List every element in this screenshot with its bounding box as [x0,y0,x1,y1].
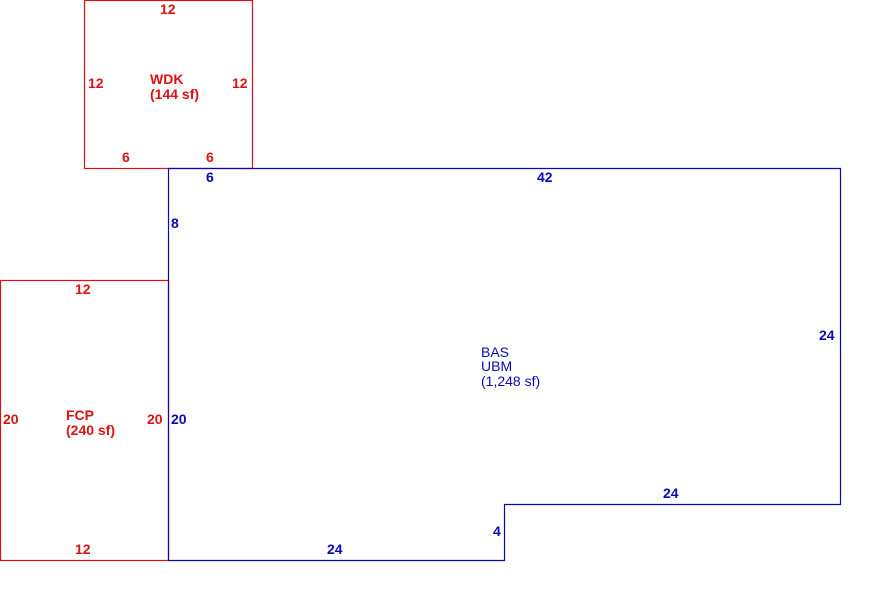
fcp-dim-top: 12 [75,281,91,297]
fcp-dim-bottom: 12 [75,541,91,557]
wdk-dim-bottom-right: 6 [206,149,214,165]
bas-name: BAS [481,344,510,360]
fcp-area: (240 sf) [66,422,116,438]
bas-outline [167,167,842,562]
fcp-dim-left: 20 [3,411,19,427]
wdk-dim-top: 12 [160,1,176,17]
fcp-name: FCP [66,407,94,423]
bas-dim-bottom: 24 [327,541,343,557]
wdk-dim-right: 12 [232,75,248,91]
wdk-dim-left: 12 [88,75,104,91]
bas-dim-top-left: 6 [206,169,214,185]
bas-dim-right: 24 [819,327,835,343]
bas-dim-top: 42 [537,169,553,185]
fcp-dim-right: 20 [147,411,163,427]
wdk-dim-bottom-left: 6 [122,149,130,165]
bas-area: (1,248 sf) [481,373,541,389]
wdk-area: (144 sf) [150,86,200,102]
wdk-name: WDK [150,71,184,87]
bas-dim-step-top: 24 [663,485,679,501]
bas-dim-left-lower: 20 [171,411,187,427]
bas-subname: UBM [481,358,513,374]
bas-dim-step: 4 [493,523,501,539]
bas-dim-left-upper: 8 [171,215,179,231]
